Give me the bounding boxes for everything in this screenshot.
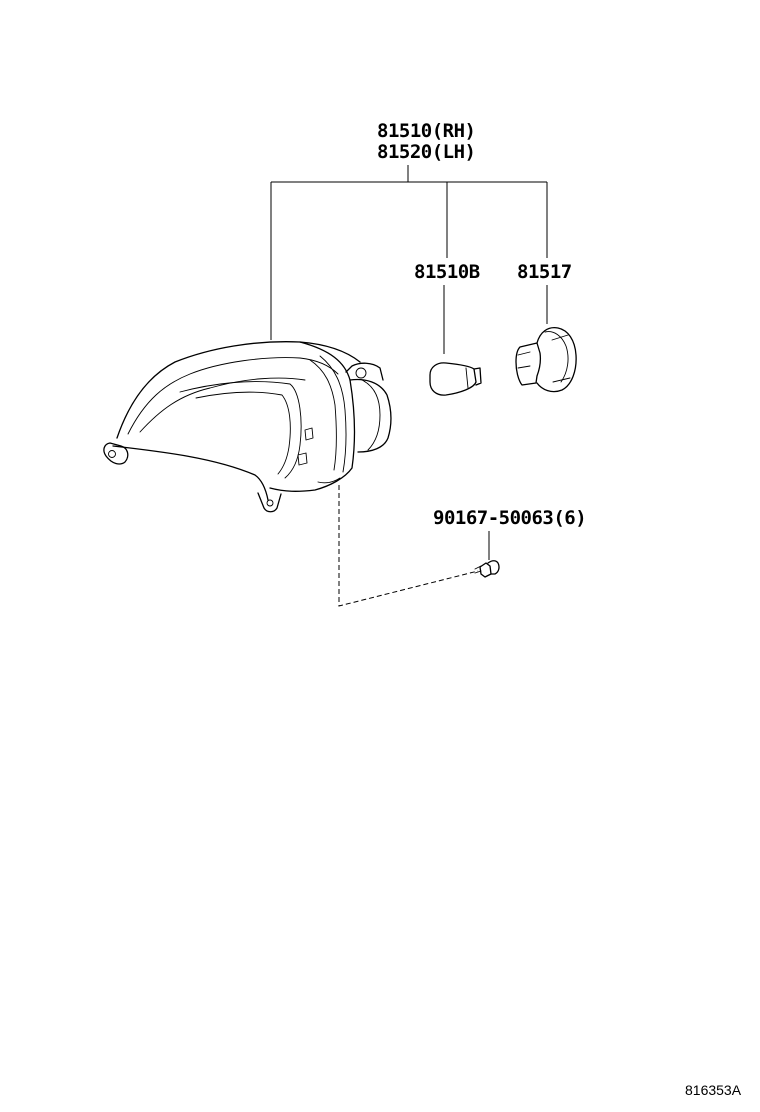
assembly-part-number-rh[interactable]: 81510(RH) xyxy=(377,120,476,142)
socket-part-number[interactable]: 81517 xyxy=(517,261,572,283)
screw-part-number[interactable]: 90167-50063(6) xyxy=(433,507,587,529)
screw-drawing[interactable] xyxy=(474,560,500,578)
assembly-part-number-lh[interactable]: 81520(LH) xyxy=(377,141,476,163)
assembly-leader-lines xyxy=(270,165,548,340)
bulb-part-number[interactable]: 81510B xyxy=(414,261,480,283)
socket-drawing[interactable] xyxy=(515,326,577,393)
diagram-reference-code: 816353A xyxy=(685,1082,742,1098)
screw-dashed-leader xyxy=(338,485,479,607)
assembly-part-labels: 81510(RH) 81520(LH) xyxy=(377,120,476,163)
lamp-housing-drawing[interactable] xyxy=(103,341,392,513)
bulb-drawing[interactable] xyxy=(429,362,482,396)
